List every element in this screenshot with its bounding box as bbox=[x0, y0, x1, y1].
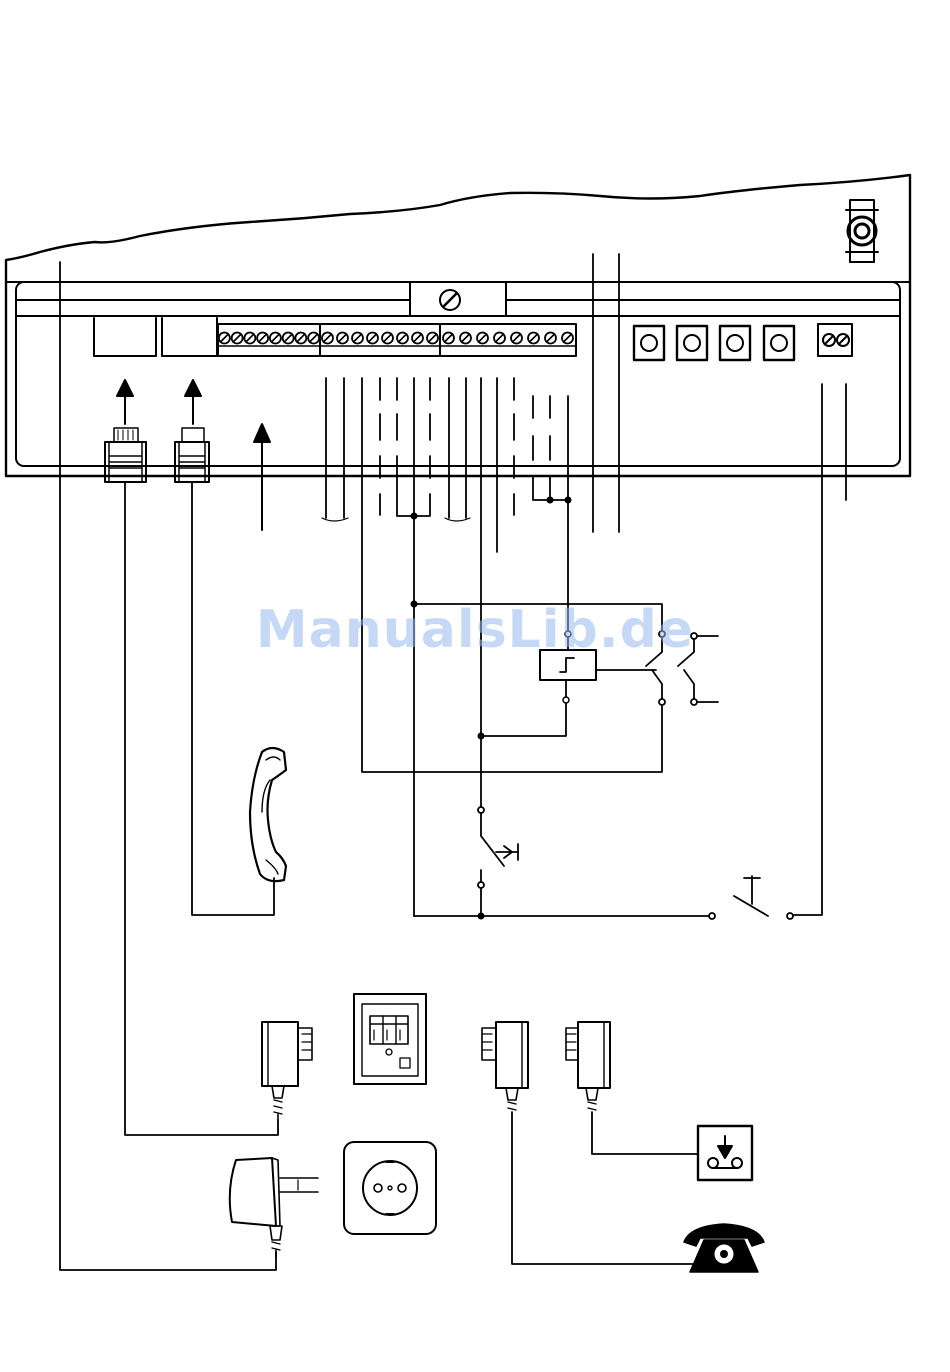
relay-contacts-icon bbox=[646, 631, 697, 705]
device-button-icon bbox=[677, 326, 707, 360]
tae-plug-answering-machine-icon bbox=[566, 1022, 698, 1154]
door-switch-icon bbox=[478, 807, 518, 888]
right-terminal-block bbox=[818, 324, 852, 356]
device-button-icon bbox=[634, 326, 664, 360]
terminal-block bbox=[218, 324, 320, 356]
top-connector-icon bbox=[846, 200, 878, 262]
junction-dots bbox=[411, 497, 572, 920]
tae-plug-telephone-icon bbox=[482, 1022, 694, 1264]
power-adapter-icon bbox=[230, 1158, 318, 1258]
wires bbox=[60, 254, 846, 1270]
relay-icon bbox=[540, 631, 596, 703]
device-button-icon bbox=[720, 326, 750, 360]
answering-machine-icon bbox=[698, 1126, 752, 1180]
device-button-icon bbox=[764, 326, 794, 360]
power-socket-icon bbox=[344, 1142, 436, 1234]
handset-icon bbox=[250, 748, 286, 881]
jack-sockets bbox=[94, 318, 217, 356]
device-buttons bbox=[634, 326, 794, 360]
tae-socket-icon bbox=[354, 994, 426, 1084]
tae-plug-left-icon bbox=[262, 1022, 312, 1120]
pushbutton-icon bbox=[709, 876, 793, 919]
terminal-blocks bbox=[218, 324, 576, 356]
telephone-icon bbox=[684, 1224, 764, 1272]
